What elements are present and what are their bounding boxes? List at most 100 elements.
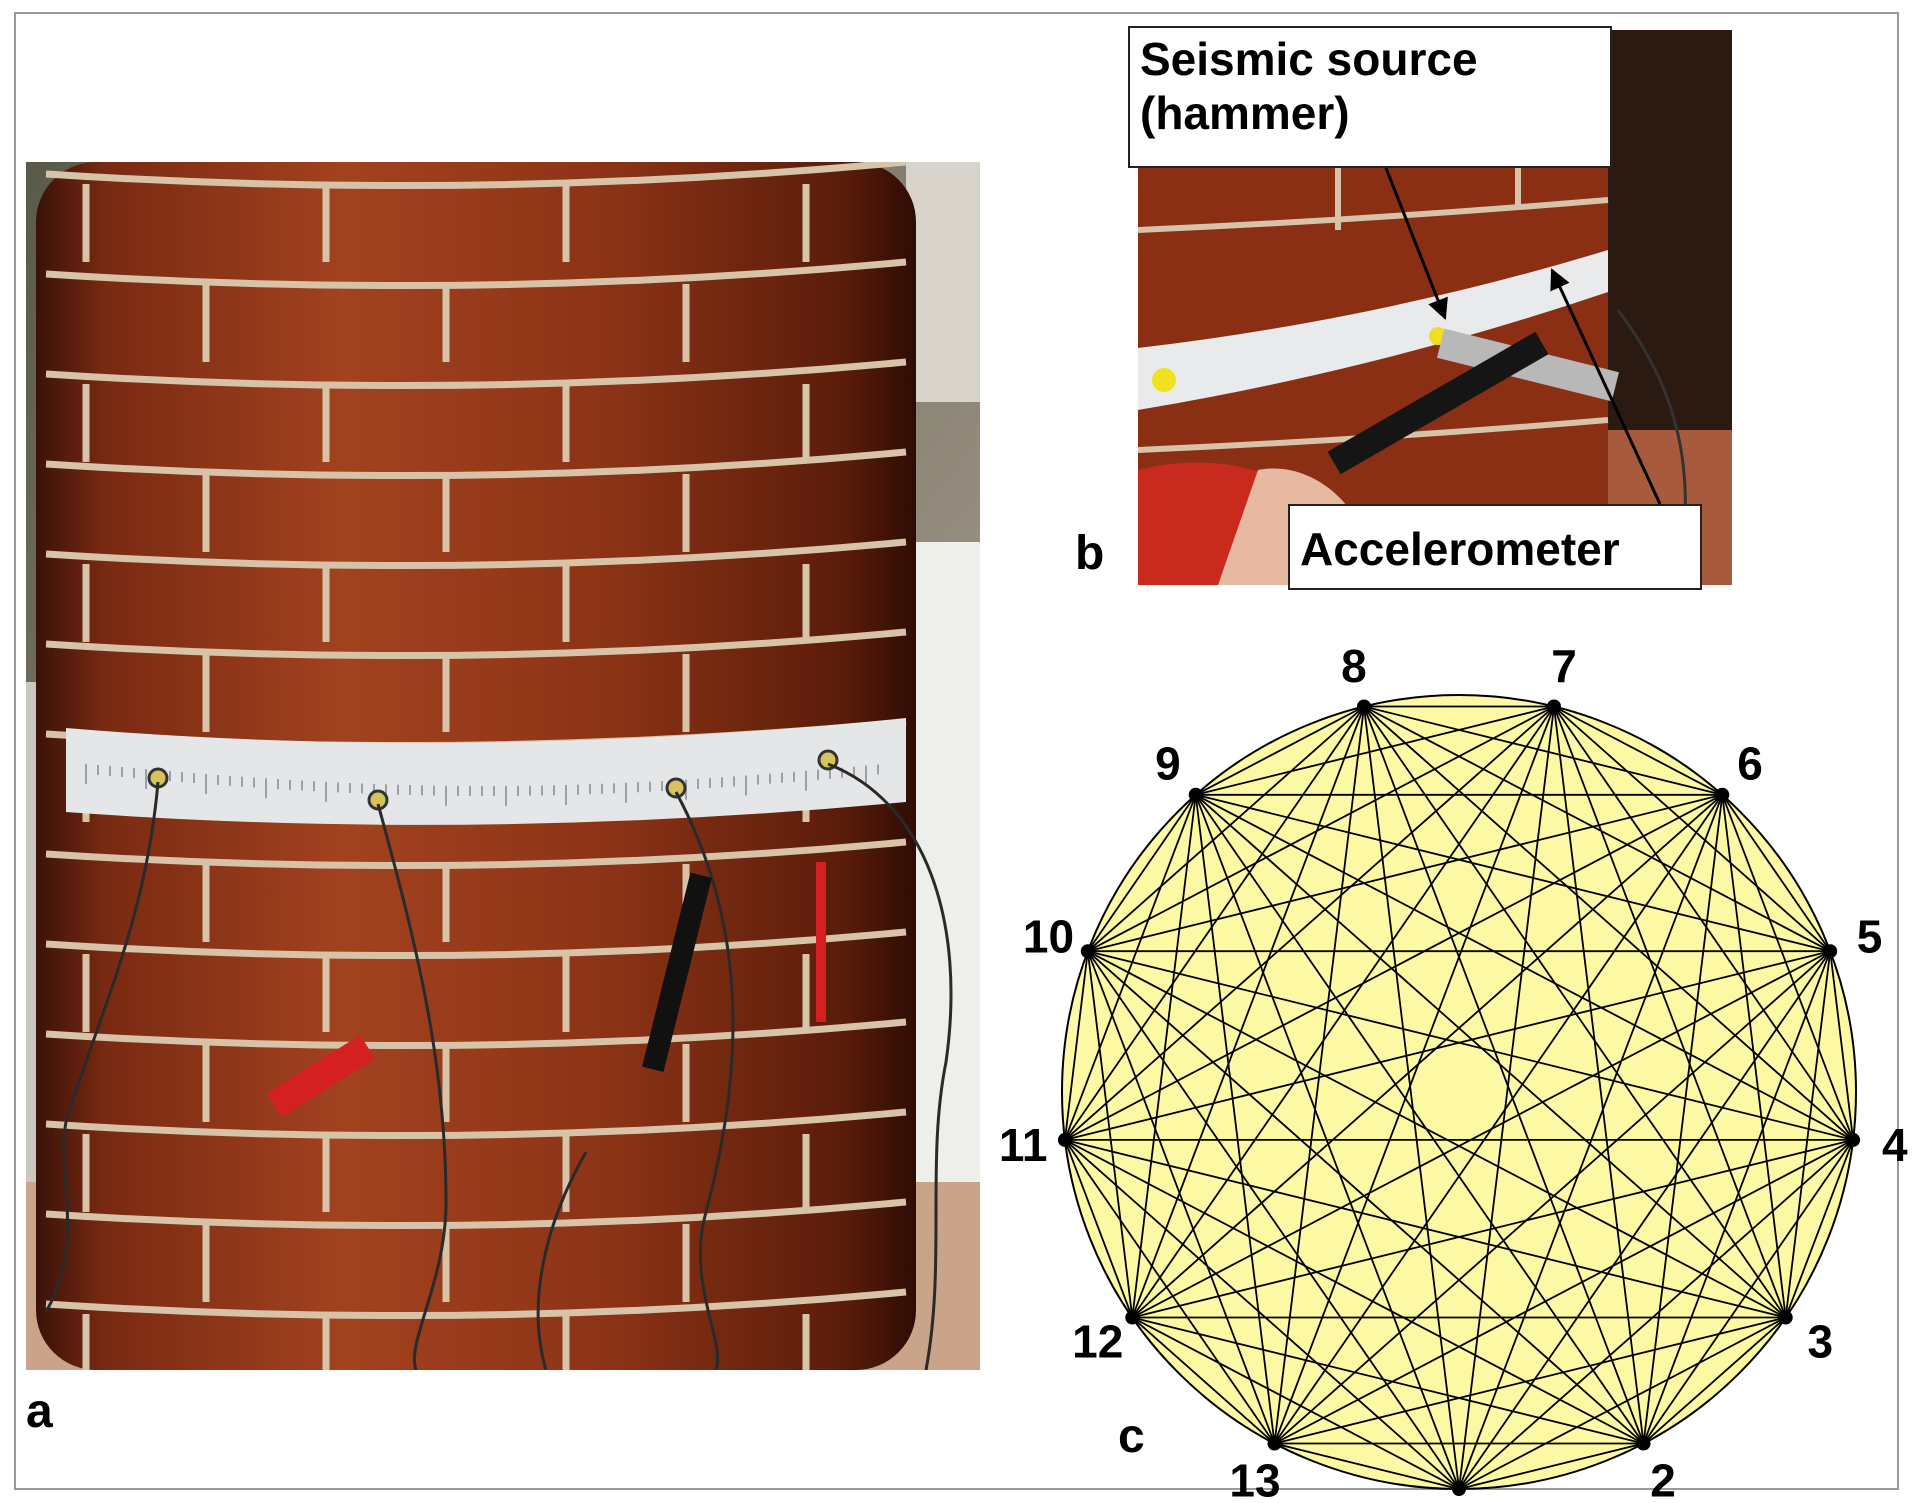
- ray-path: [1553, 705, 1831, 952]
- ray-path: [1363, 706, 1460, 1490]
- sensor-node-12: [1125, 1310, 1140, 1325]
- ray-path: [1363, 705, 1831, 952]
- tomography-ray-diagram: 12345678910111213: [1000, 640, 1908, 1500]
- measuring-tape: [66, 718, 906, 825]
- sensor-node-4: [1846, 1132, 1861, 1147]
- sensor-node-2: [1636, 1436, 1651, 1451]
- ray-paths: [1064, 705, 1854, 1490]
- ray-path: [1784, 1139, 1854, 1318]
- figure-frame: [14, 12, 1899, 1490]
- sensor-node-6: [1715, 787, 1730, 802]
- ray-path: [1086, 951, 1134, 1318]
- ray-path: [1273, 794, 1724, 1445]
- sensor-node-13: [1267, 1436, 1282, 1451]
- sensor-label-11: 11: [1000, 1119, 1048, 1171]
- ray-path: [1087, 705, 1555, 952]
- ray-path: [1553, 706, 1787, 1318]
- ray-path: [1458, 1316, 1787, 1490]
- ray-path: [1194, 794, 1645, 1445]
- ray-path: [1064, 705, 1555, 1141]
- hammer-handle: [1327, 331, 1549, 475]
- ray-path: [1064, 1139, 1134, 1318]
- black-tape: [642, 872, 712, 1072]
- ray-path: [1642, 794, 1724, 1444]
- ray-path: [1721, 794, 1831, 952]
- ray-path: [1064, 794, 1197, 1141]
- ray-path: [1087, 950, 1460, 1490]
- ray-path: [1131, 950, 1831, 1319]
- seismic-source-label-line2: (hammer): [1140, 87, 1350, 140]
- ray-path: [1087, 793, 1723, 953]
- sensor-node-5: [1823, 944, 1838, 959]
- hammer-arrow: [1384, 167, 1448, 320]
- ray-path: [1274, 1442, 1460, 1490]
- ray-path: [1064, 705, 1365, 1141]
- sensor-node-1: [1452, 1482, 1466, 1496]
- sensor-label-8: 8: [1341, 640, 1367, 692]
- ray-path: [1458, 1139, 1854, 1490]
- ray-path: [1195, 794, 1854, 1141]
- sensor-label-13: 13: [1229, 1455, 1280, 1500]
- sensor-marker-b: [1152, 368, 1176, 392]
- ray-path: [1458, 794, 1724, 1490]
- ray-path: [1064, 1139, 1460, 1490]
- sensor-label-4: 4: [1882, 1119, 1908, 1171]
- sensor-node-10: [1080, 944, 1095, 959]
- ray-path: [1132, 1316, 1644, 1445]
- ray-path: [1363, 705, 1723, 796]
- ray-path: [1131, 706, 1365, 1318]
- sensor-labels: 12345678910111213: [1000, 640, 1908, 1500]
- ray-path: [1553, 705, 1854, 1141]
- ray-path: [1064, 1139, 1644, 1445]
- sensor-node-9: [1188, 787, 1203, 802]
- panel-label-a: a: [26, 1385, 53, 1438]
- ray-path: [1195, 705, 1365, 796]
- ray-path: [1274, 1316, 1786, 1445]
- sensor-node-7: [1547, 699, 1561, 714]
- ray-path: [1131, 794, 1197, 1318]
- sensor-label-7: 7: [1551, 640, 1577, 692]
- red-wire: [816, 862, 826, 1022]
- ray-path: [1132, 1139, 1854, 1319]
- ray-path: [1721, 794, 1787, 1318]
- column-photo-drawing: [26, 162, 980, 1370]
- panel-label-b: b: [1075, 527, 1105, 580]
- sensor-label-2: 2: [1650, 1455, 1676, 1500]
- ray-path: [1131, 1316, 1276, 1445]
- column-cross-section: [1061, 694, 1857, 1490]
- ray-path: [1642, 950, 1832, 1444]
- red-tape: [266, 1034, 376, 1118]
- ray-path: [1273, 706, 1555, 1444]
- ray-path: [1642, 1139, 1854, 1445]
- ray-path: [1131, 794, 1723, 1319]
- sensor-label-10: 10: [1023, 910, 1074, 962]
- sensor-node-8: [1357, 699, 1371, 714]
- ray-path: [1553, 706, 1645, 1444]
- ray-path: [1194, 794, 1276, 1444]
- ray-path: [1131, 1316, 1460, 1490]
- sensor-label-3: 3: [1808, 1315, 1834, 1367]
- sensor-node-11: [1057, 1132, 1072, 1147]
- accelerometer-arrow: [1550, 268, 1662, 505]
- seismic-source-callout: Seismic source (hammer): [1128, 26, 1612, 168]
- accelerometer-label: Accelerometer: [1300, 523, 1620, 575]
- ray-path: [1274, 1139, 1854, 1445]
- ray-path: [1086, 950, 1276, 1444]
- sensor-label-6: 6: [1737, 737, 1763, 789]
- sensor-label-12: 12: [1072, 1315, 1123, 1367]
- sensor-nodes: [1057, 699, 1861, 1496]
- ray-path: [1087, 705, 1365, 952]
- column-photo: [26, 162, 980, 1370]
- ray-path: [1458, 1442, 1644, 1490]
- ray-path: [1363, 706, 1645, 1444]
- ray-path: [1273, 706, 1365, 1444]
- ray-path: [1064, 794, 1723, 1141]
- accelerometer-callout: Accelerometer: [1288, 504, 1702, 590]
- ray-path: [1087, 950, 1854, 1141]
- sensor-node-3: [1778, 1310, 1793, 1325]
- ray-path: [1087, 950, 1645, 1445]
- ray-path: [1829, 951, 1854, 1141]
- ray-path: [1553, 705, 1723, 796]
- ray-path: [1195, 705, 1555, 796]
